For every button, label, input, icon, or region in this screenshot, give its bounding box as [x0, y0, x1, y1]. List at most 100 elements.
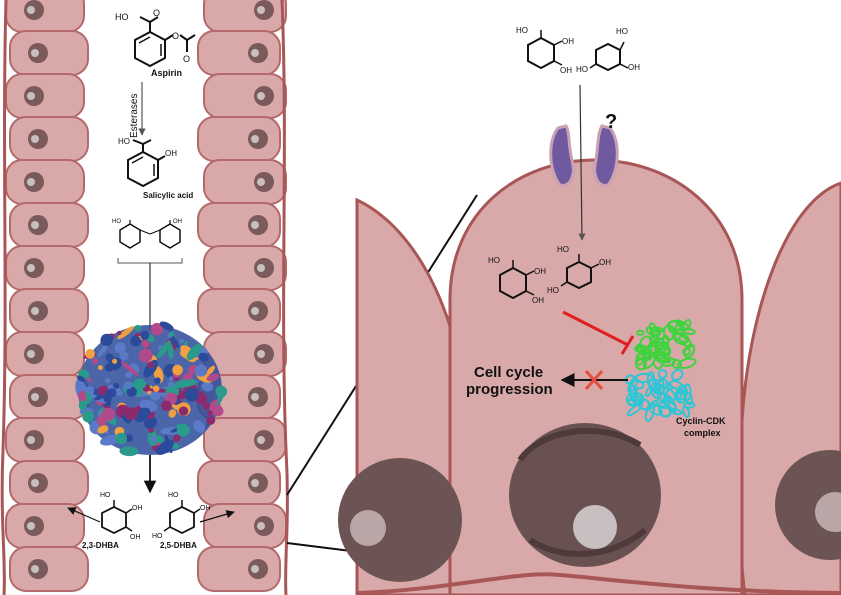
- dhba25-left-ho: HO: [168, 492, 179, 499]
- bacterium: [125, 371, 133, 378]
- epithelial-cell: [203, 503, 287, 549]
- protein-helix: [670, 368, 684, 381]
- epithelial-cell: [5, 417, 85, 463]
- bacterium: [207, 410, 213, 416]
- epithelial-cell: [197, 460, 281, 506]
- bacterium: [76, 375, 86, 382]
- dhba-25-label: 2,5-DHBA: [160, 541, 197, 550]
- bacterium: [167, 381, 175, 388]
- blocked-cross-icon: [584, 370, 604, 390]
- left-cell-column: [5, 0, 89, 592]
- protein-helix: [657, 369, 668, 379]
- bacterium: [210, 399, 219, 407]
- salicylic-acid-structure: HO OH Salicylic acid: [118, 137, 193, 200]
- bacterium: [130, 335, 142, 347]
- salicylic-ho-group: HO: [118, 137, 130, 146]
- dhba-23-structure-left: HO OH OH: [100, 492, 143, 541]
- uptake-arrow-right: [199, 510, 235, 523]
- bacterium: [93, 394, 105, 401]
- aspirin-acetyl-o: O: [183, 54, 190, 64]
- protein-helix: [649, 399, 659, 409]
- bacterium: [115, 432, 127, 445]
- epithelial-cell: [9, 30, 89, 76]
- bacterium: [168, 344, 174, 360]
- epithelial-cell: [203, 417, 287, 463]
- protein-helix: [682, 319, 692, 332]
- bacterium: [202, 401, 211, 410]
- dhba-25-structure-top: HO OH HO: [576, 27, 640, 74]
- bacterium: [114, 342, 126, 354]
- bacterium: [159, 321, 174, 331]
- epithelial-cell: [9, 374, 89, 420]
- protein-helix: [683, 343, 696, 359]
- bacterium: [123, 381, 132, 390]
- cdk-label-line1: Cyclin-CDK: [676, 416, 726, 426]
- epithelial-cell: [5, 159, 85, 205]
- gut-microbiota: [75, 321, 228, 457]
- dhba23-in-oh1: OH: [534, 267, 546, 276]
- epithelial-cell: [197, 546, 281, 592]
- aspirin-ho-group: HO: [115, 12, 129, 22]
- salicylic-oh-group: OH: [165, 149, 177, 158]
- bacterium: [138, 348, 153, 363]
- bacterium: [134, 324, 141, 332]
- epithelial-cell: [9, 116, 89, 162]
- protein-helix: [635, 358, 647, 371]
- cell-cycle-label-line1: Cell cycle: [474, 364, 543, 381]
- inhibition-bar: [620, 335, 635, 355]
- bacterium: [137, 415, 145, 423]
- dhba-23-structure-intracellular: HO OH OH: [488, 256, 546, 305]
- cell-cycle-label-line2: progression: [466, 381, 553, 398]
- nucleolus: [573, 505, 617, 549]
- bacterium: [168, 376, 174, 381]
- bacterium: [169, 331, 175, 337]
- protein-helix: [683, 401, 696, 409]
- bacterium: [206, 365, 215, 375]
- epithelial-cell: [9, 202, 89, 248]
- cdk-label-line2: complex: [684, 428, 721, 438]
- uptake-arrow-left: [67, 507, 101, 523]
- bacterium: [143, 359, 158, 378]
- bacterium: [157, 340, 171, 359]
- bacterium: [125, 434, 134, 443]
- epithelial-cell: [197, 30, 281, 76]
- right-cell-column: [197, 0, 287, 592]
- bacterium: [113, 382, 120, 389]
- bacterium: [150, 390, 161, 401]
- bacterium: [178, 406, 189, 416]
- bacterium: [91, 358, 99, 365]
- protein-helix: [636, 329, 645, 336]
- aspirin-structure: HO O O O Aspirin: [115, 8, 196, 78]
- dhba23-left-oh2: OH: [130, 534, 141, 541]
- protein-helix: [652, 328, 662, 338]
- bacterium: [184, 387, 199, 402]
- bacterium: [147, 361, 154, 369]
- bacterium: [97, 365, 103, 371]
- bacterium: [184, 341, 189, 346]
- epithelial-cell: [197, 116, 281, 162]
- aspirin-ester-o: O: [172, 31, 179, 41]
- dhba23-top-oh2: OH: [560, 66, 572, 75]
- epithelial-cell: [9, 546, 89, 592]
- bacterium: [206, 373, 220, 382]
- salicylic-acid-label: Salicylic acid: [143, 191, 193, 200]
- dhba23-left-oh1: OH: [132, 505, 143, 512]
- bacterium: [97, 425, 109, 434]
- aspirin-carbonyl-o: O: [153, 8, 160, 18]
- epithelial-cell: [5, 503, 85, 549]
- dhba-23-structure-top: HO OH OH: [516, 26, 574, 75]
- inhibition-line: [562, 310, 629, 347]
- dhba-25-structure-intracellular: HO OH HO: [547, 245, 611, 295]
- dhba25-in-oh: OH: [599, 258, 611, 267]
- protein-helix: [682, 405, 690, 419]
- bacterium: [154, 377, 161, 384]
- bacterium: [172, 443, 179, 450]
- protein-helix: [652, 382, 662, 395]
- bacterium: [78, 401, 88, 411]
- epithelial-cell: [5, 245, 85, 291]
- dhba25-left-oh: OH: [200, 505, 211, 512]
- protein-helix: [670, 408, 683, 416]
- protein-helix: [669, 380, 684, 391]
- protein-helix: [662, 386, 677, 402]
- dhba23-top-ho: HO: [516, 26, 528, 35]
